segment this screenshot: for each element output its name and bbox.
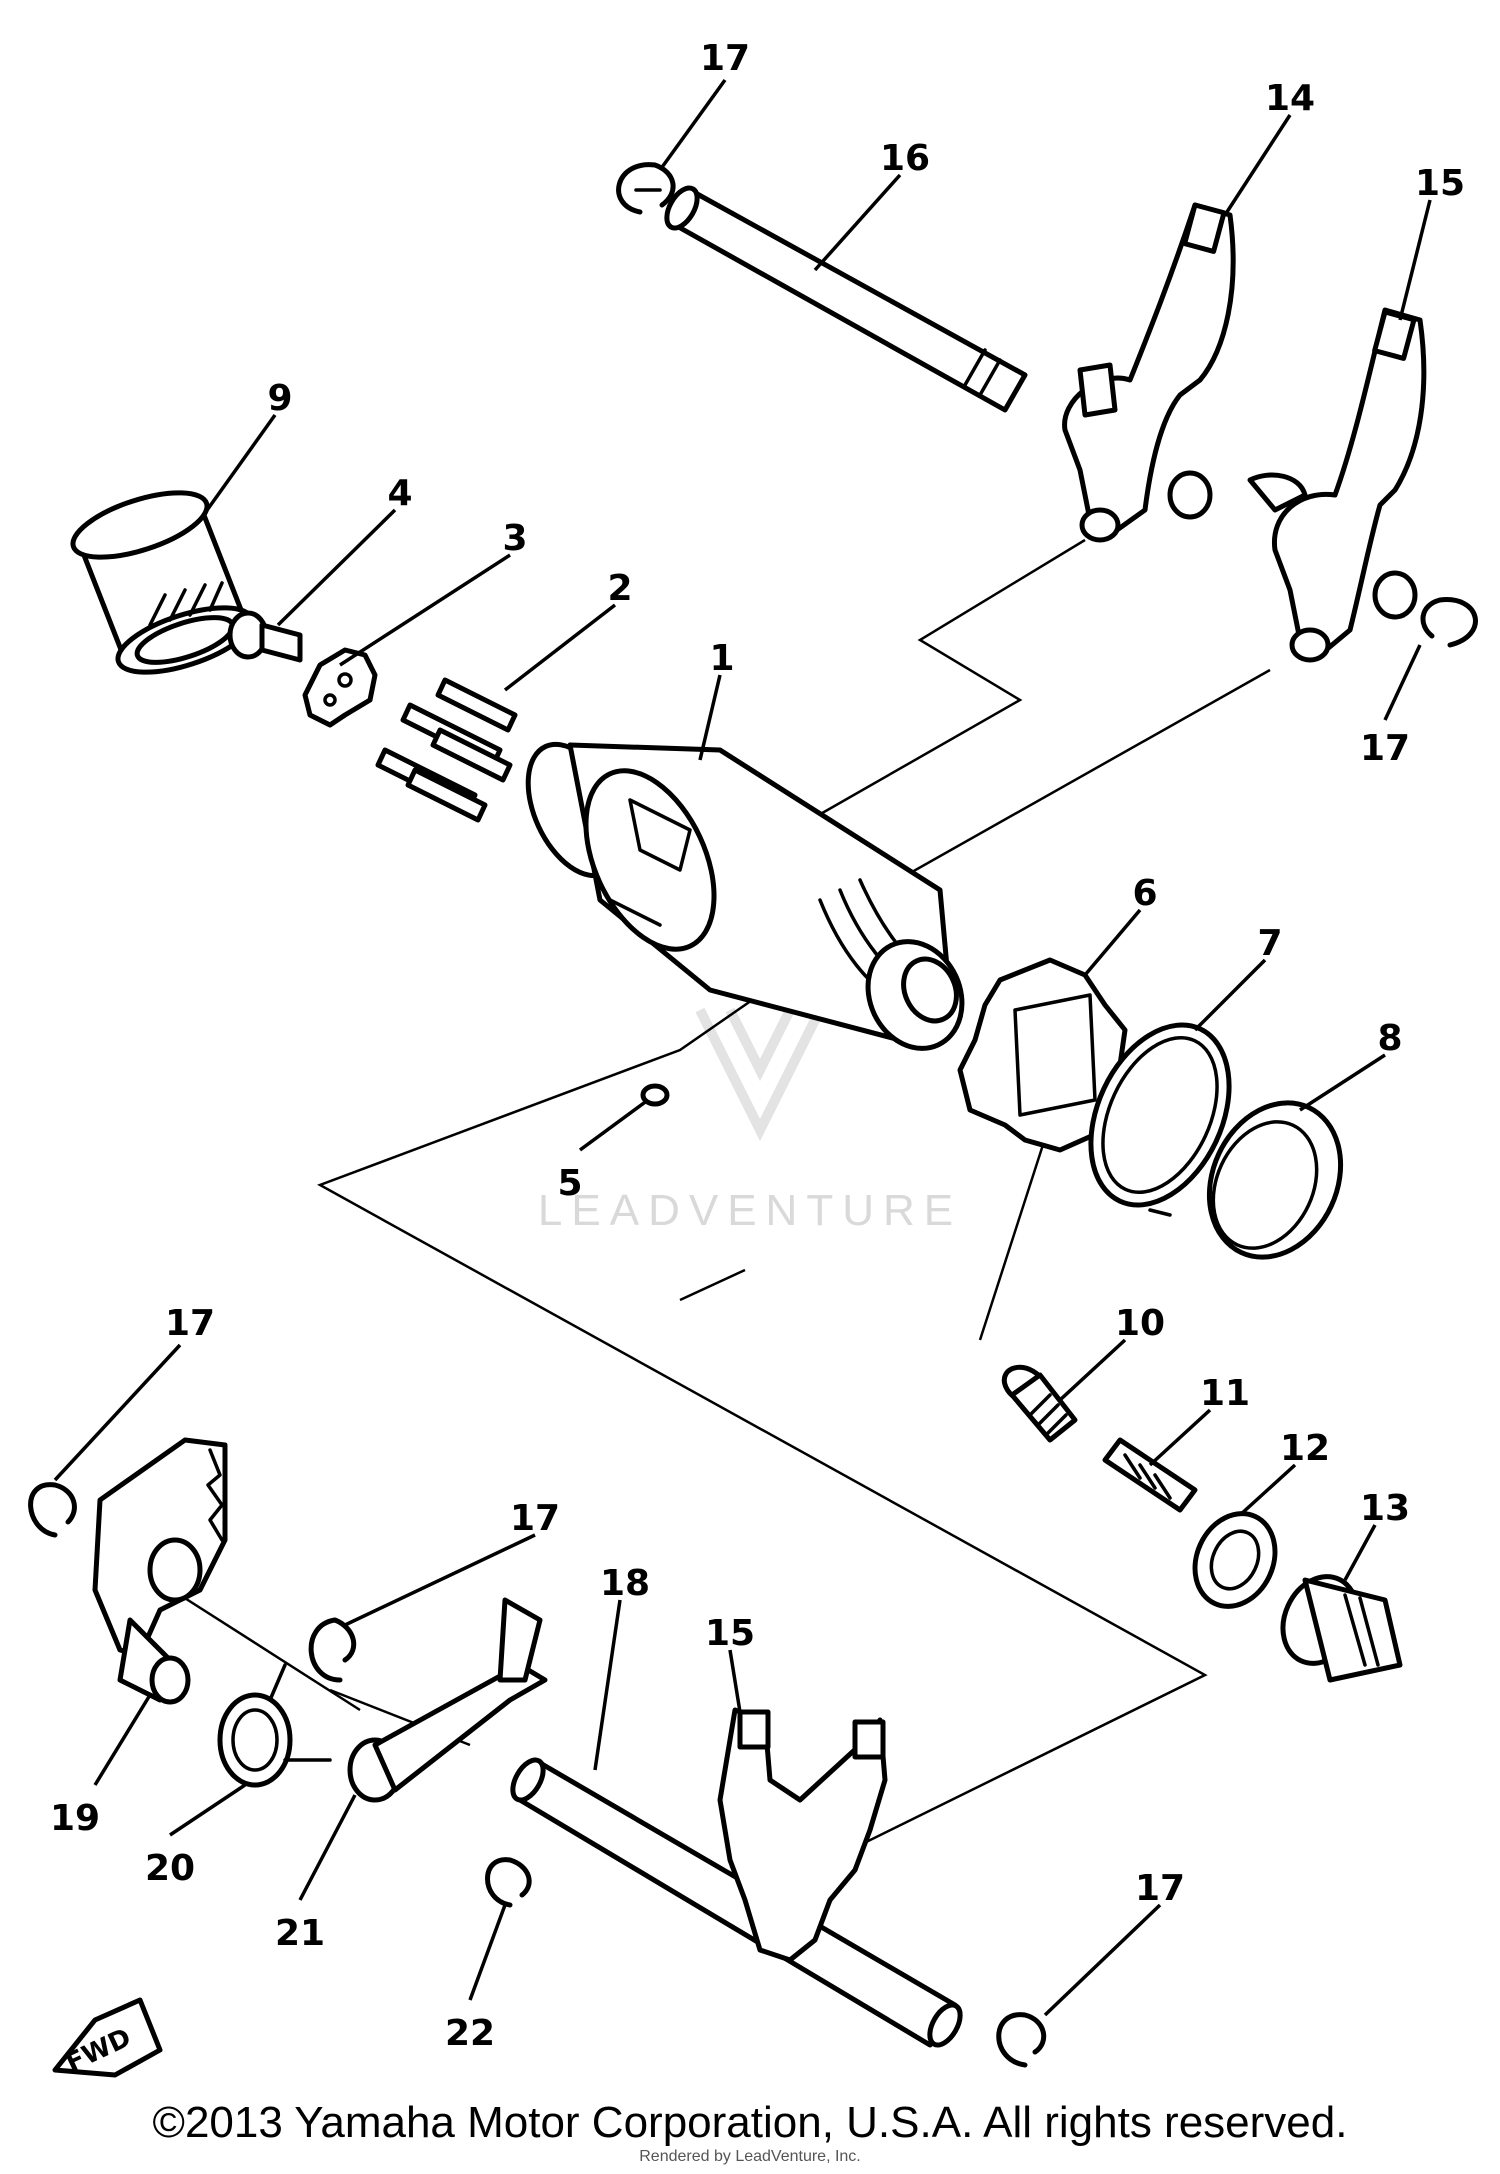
copyright-notice: ©2013 Yamaha Motor Corporation, U.S.A. A… [152, 2098, 1348, 2147]
callout-17: 17 [510, 1498, 560, 1539]
pins-part-2 [375, 677, 518, 823]
shift-drum-part-1 [525, 741, 965, 1051]
circlip-part-17e [996, 2012, 1047, 2068]
spring-part-11 [1102, 1437, 1198, 1513]
callout-18: 18 [600, 1563, 650, 1604]
stopper-plate-part-3 [302, 647, 378, 728]
circlip-part-17c [28, 1482, 77, 1538]
circlip-part-17b [1420, 597, 1478, 648]
shift-fork-shaft-part-16 [664, 185, 1028, 413]
circlip-part-7 [1088, 1022, 1232, 1217]
spring-part-20 [217, 1663, 332, 1788]
segment-part-6 [957, 957, 1128, 1153]
callout-labels: 17 16 14 15 9 4 3 2 1 17 6 7 8 5 17 10 1… [50, 38, 1465, 2054]
callout-21: 21 [275, 1913, 325, 1954]
plug-part-13 [1280, 1574, 1403, 1683]
callout-7: 7 [1257, 923, 1282, 964]
washer-part-12 [1192, 1511, 1278, 1609]
circlip-part-17a [616, 162, 676, 215]
leadventure-watermark: LEADVENTURE [538, 1007, 962, 1235]
callout-2: 2 [607, 568, 632, 609]
rendered-by-note: Rendered by LeadVenture, Inc. [639, 2148, 861, 2165]
callout-22: 22 [445, 2013, 495, 2054]
callout-17: 17 [1135, 1868, 1185, 1909]
callout-5: 5 [557, 1163, 582, 1204]
shift-fork-part-14 [1062, 202, 1236, 543]
callout-17: 17 [1360, 728, 1410, 769]
callout-10: 10 [1115, 1303, 1165, 1344]
callout-11: 11 [1200, 1373, 1250, 1414]
lever-part-21 [347, 1597, 548, 1803]
callout-17: 17 [165, 1303, 215, 1344]
callout-4: 4 [387, 473, 412, 514]
callout-17: 17 [700, 38, 750, 79]
callout-1: 1 [709, 638, 734, 679]
pin-part-5 [640, 1083, 670, 1107]
callout-9: 9 [267, 378, 292, 419]
callout-16: 16 [880, 138, 930, 179]
bolt-part-4 [227, 610, 303, 663]
callout-8: 8 [1377, 1018, 1402, 1059]
circlip-part-22 [485, 1857, 532, 1908]
assembly-lines [179, 538, 1271, 1852]
fwd-arrow: FWD [52, 1997, 163, 2079]
shift-arm-part-19 [92, 1437, 228, 1705]
callout-15: 15 [705, 1613, 755, 1654]
callout-6: 6 [1132, 873, 1157, 914]
cap-part-8 [1206, 1100, 1344, 1260]
circlip-part-17d [308, 1617, 357, 1683]
leader-lines [53, 78, 1432, 2017]
shift-fork-part-15b [717, 1707, 888, 1963]
watermark-text: LEADVENTURE [538, 1186, 962, 1235]
callout-3: 3 [502, 518, 527, 559]
bearing-part-9 [70, 490, 255, 675]
stopper-part-10 [1001, 1364, 1078, 1443]
callout-19: 19 [50, 1798, 100, 1839]
callout-14: 14 [1265, 78, 1315, 119]
shift-fork-part-15a [1247, 307, 1427, 663]
callout-12: 12 [1280, 1428, 1330, 1469]
callout-13: 13 [1360, 1488, 1410, 1529]
callout-15: 15 [1415, 163, 1465, 204]
callout-20: 20 [145, 1848, 195, 1889]
